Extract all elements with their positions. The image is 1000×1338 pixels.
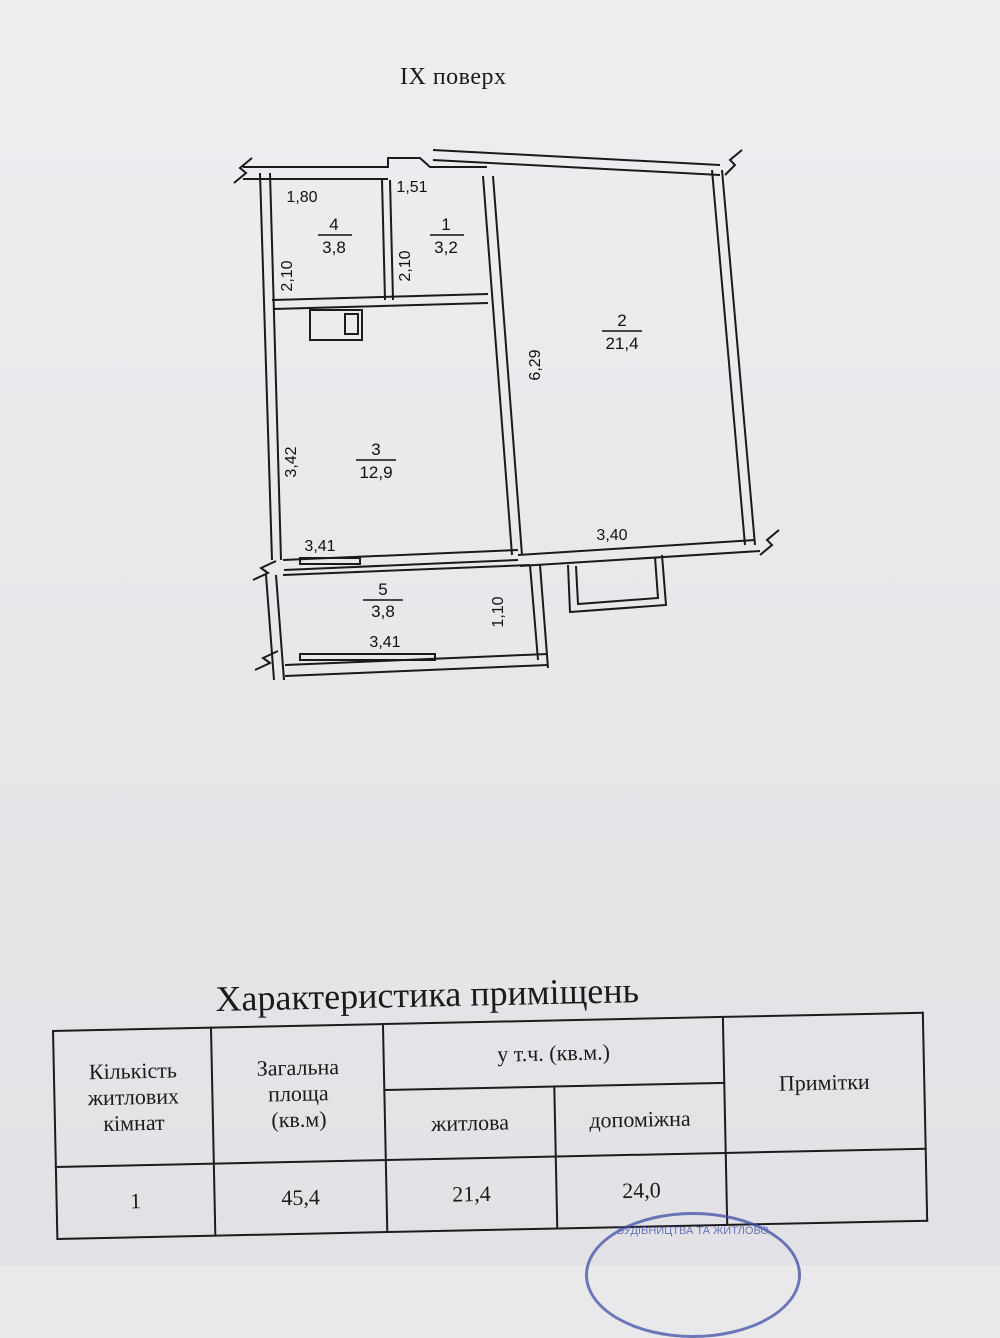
dim-room2-width: 3,40	[596, 527, 627, 544]
dim-room5-height: 1,10	[490, 596, 507, 627]
room-5-area: 3,8	[371, 602, 395, 621]
room-2-area: 21,4	[605, 334, 638, 353]
room-4-area: 3,8	[322, 238, 346, 257]
room-2-number: 2	[617, 311, 626, 330]
cell-living: 21,4	[385, 1156, 558, 1233]
room-1-area: 3,2	[434, 238, 458, 257]
cell-notes	[725, 1148, 928, 1225]
header-notes: Примітки	[722, 1012, 926, 1153]
dim-room1-height: 2,10	[397, 250, 414, 281]
dim-room4-height: 2,10	[279, 260, 296, 291]
header-rooms-count: Кількість житлових кімнат	[53, 1027, 214, 1167]
header-living: житлова	[384, 1086, 556, 1161]
floor-plan: 4 3,8 1 3,2 2 21,4 3 12,9 5 3,8 1,80 1,5…	[233, 149, 780, 681]
dim-room2-height: 6,29	[527, 349, 544, 380]
cell-total-area: 45,4	[213, 1160, 388, 1236]
dim-room1-width: 1,51	[396, 179, 427, 196]
section-title: Характеристика приміщень	[215, 970, 640, 1019]
room-5-number: 5	[378, 580, 387, 599]
cell-rooms-count: 1	[55, 1163, 216, 1239]
room-4-number: 4	[329, 215, 338, 234]
rooms-characteristics-table: Кількість житлових кімнат Загальна площа…	[52, 1012, 928, 1240]
header-total-area: Загальна площа (кв.м)	[210, 1024, 386, 1164]
floor-label: IX поверх	[400, 64, 507, 90]
dim-room3-height: 3,42	[283, 446, 300, 477]
header-including: у т.ч. (кв.м.)	[382, 1016, 725, 1091]
dim-room3-width: 3,41	[304, 538, 335, 555]
room-1-number: 1	[441, 215, 450, 234]
official-stamp: БУДІВНИЦТВА ТА ЖИТЛОВО	[585, 1212, 801, 1338]
header-auxiliary: допоміжна	[554, 1082, 726, 1157]
dim-room5-width: 3,41	[369, 634, 400, 651]
room-3-area: 12,9	[359, 463, 392, 482]
room-3-number: 3	[371, 440, 380, 459]
dim-room4-width: 1,80	[286, 189, 317, 206]
